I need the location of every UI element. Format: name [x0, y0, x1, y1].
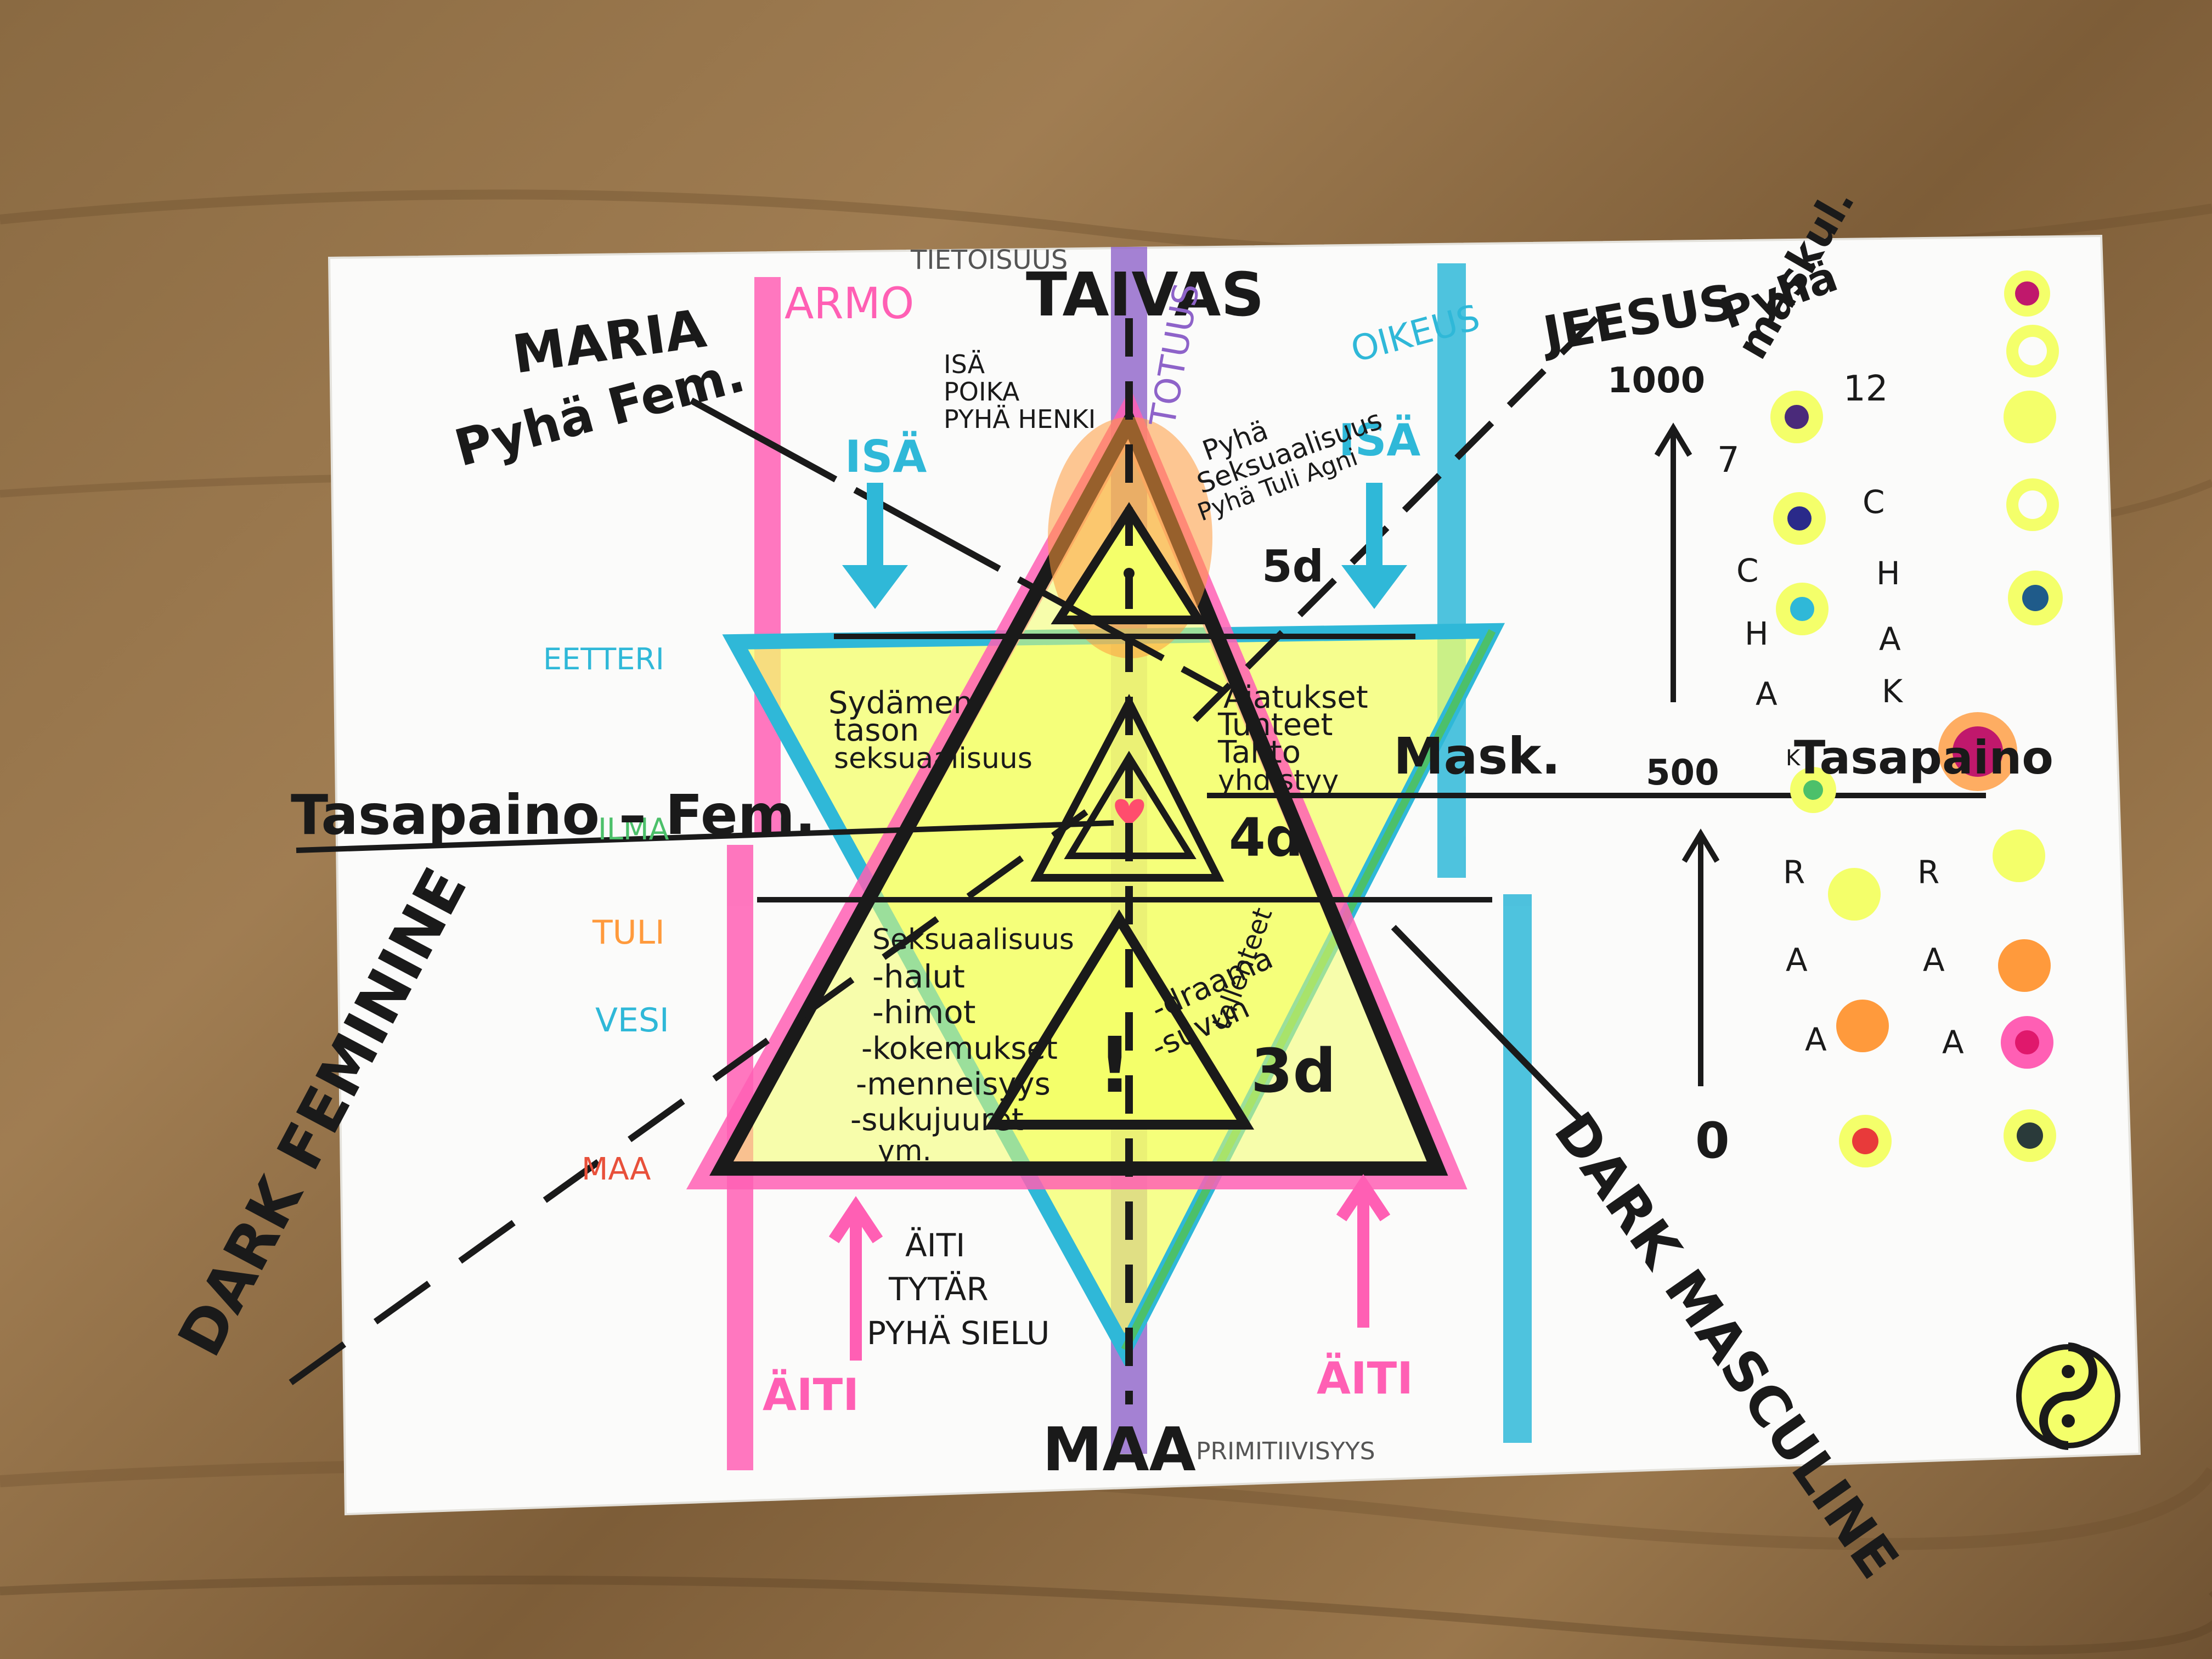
trinity-line-3: PYHÄ HENKI [944, 404, 1096, 434]
element-eetteri: EETTERI [543, 642, 664, 676]
aiti-right-label: ÄITI [1317, 1352, 1413, 1404]
scale-0-label: 0 [1695, 1112, 1730, 1170]
chakra-letter: K [1882, 673, 1904, 710]
middle-triangle-outer [1030, 693, 1224, 882]
aiti-list-line-2: TYTÄR [888, 1271, 989, 1308]
sexuality-list-item: -halut [872, 958, 965, 995]
element-vesi: VESI [595, 1001, 669, 1040]
element-maa: MAA [582, 1152, 651, 1187]
aiti-list-line-3: PYHÄ SIELU [867, 1314, 1049, 1352]
taivas-label: TAIVAS [1026, 259, 1265, 330]
sexuality-list-item: -sukujuuret [850, 1102, 1024, 1138]
sexuality-list-item: -kokemukset [861, 1031, 1058, 1066]
chakra-letter: C [1736, 552, 1759, 589]
sexuality-list-item: -menneisyys [856, 1066, 1051, 1102]
chakra-letter: R [1917, 854, 1939, 891]
thoughts-line-2: Tunteet [1217, 707, 1333, 743]
chakra-letter: A [1879, 620, 1901, 658]
twelve-label: 12 [1843, 369, 1888, 409]
heart-level-line-1: Sydämen [828, 685, 973, 721]
maa-label: MAA [1042, 1414, 1196, 1485]
isa-arrow-left-icon [842, 483, 908, 609]
level-4d-label: 4d [1229, 807, 1304, 868]
tietoisuus-label: TIETOISUUS [910, 245, 1068, 275]
heart-level-line-2: tason [834, 713, 919, 748]
scale-1000-label: 1000 [1607, 360, 1705, 401]
heart-icon [1115, 799, 1144, 826]
armo-label: ARMO [785, 279, 914, 329]
seven-label: 7 [1717, 440, 1740, 481]
sexuality-list-item: -himot [872, 994, 976, 1031]
primitiivisyys-label: PRIMITIIVISYYS [1196, 1437, 1375, 1465]
chakra-letter: K [1786, 746, 1801, 771]
aiti-left-label: ÄITI [763, 1369, 859, 1420]
scale-500-label: 500 [1646, 753, 1719, 793]
aiti-arrow-left-icon [828, 1196, 883, 1361]
tasapaino-fem-label: Tasapaino – Fem. [291, 783, 816, 847]
chakra-letter: A [1786, 941, 1808, 979]
maria-diagonal [690, 397, 1225, 695]
level-5d-label: 5d [1262, 541, 1324, 592]
trinity-line-1: ISÄ [944, 349, 985, 379]
jeesus-diagonal [1182, 315, 1599, 732]
aiti-arrow-right-icon [1336, 1174, 1391, 1328]
chakra-letter: A [1756, 675, 1778, 713]
heart-level-line-3: seksuaalisuus [834, 742, 1032, 775]
aiti-list-line-1: ÄITI [905, 1227, 965, 1264]
scale-arrow-lower-icon [1681, 828, 1720, 1086]
chakra-dots [1770, 270, 2063, 1167]
chakra-word-right: C H A K R A A [1863, 483, 1964, 1061]
sexuality-list-item: ym. [878, 1135, 932, 1167]
mask-label: Mask. [1393, 727, 1561, 786]
sexuality-list: Seksuaalisuus -halut -himot -kokemukset … [850, 923, 1074, 1167]
bottom-triangle [984, 909, 1255, 1130]
trinity-line-2: POIKA [944, 377, 1020, 407]
chakra-letter: A [1942, 1024, 1964, 1061]
level-3d-label: 3d [1251, 1036, 1336, 1106]
chakra-letter: C [1863, 483, 1885, 521]
isa-arrow-right-icon [1341, 483, 1407, 609]
chakra-word-left: C H A K R A A [1736, 552, 1827, 1058]
thoughts-line-1: Ajatukset [1223, 680, 1368, 715]
thoughts-line-3: Tahto [1217, 735, 1301, 770]
chakra-letter: A [1923, 941, 1945, 979]
thoughts-line-4: yhdistyy [1218, 764, 1339, 797]
element-tuli: TULI [592, 913, 665, 952]
scale-arrow-upper-icon [1654, 422, 1692, 702]
tasapaino-right-label: Tasapaino [1794, 731, 2053, 785]
chakra-letter: R [1783, 854, 1805, 891]
element-ilma: ILMA [598, 812, 669, 847]
yin-yang-icon [2016, 1342, 2120, 1450]
dark-masculine-diagonal [1391, 924, 1583, 1122]
chakra-letter: H [1745, 615, 1769, 652]
sexuality-list-item: Seksuaalisuus [872, 923, 1074, 956]
isa-left-label: ISÄ [845, 431, 927, 482]
dark-feminine-diagonal [289, 809, 1088, 1385]
top-small-triangle [1051, 502, 1207, 624]
downward-triangle-green-edge [1121, 629, 1496, 1352]
isa-right-label: ISÄ [1339, 414, 1420, 466]
chakra-letter: A [1805, 1021, 1827, 1058]
oikeus-pillar [1437, 263, 1532, 1443]
tasapaino-line [296, 820, 1114, 853]
chakra-letter: H [1876, 555, 1900, 592]
